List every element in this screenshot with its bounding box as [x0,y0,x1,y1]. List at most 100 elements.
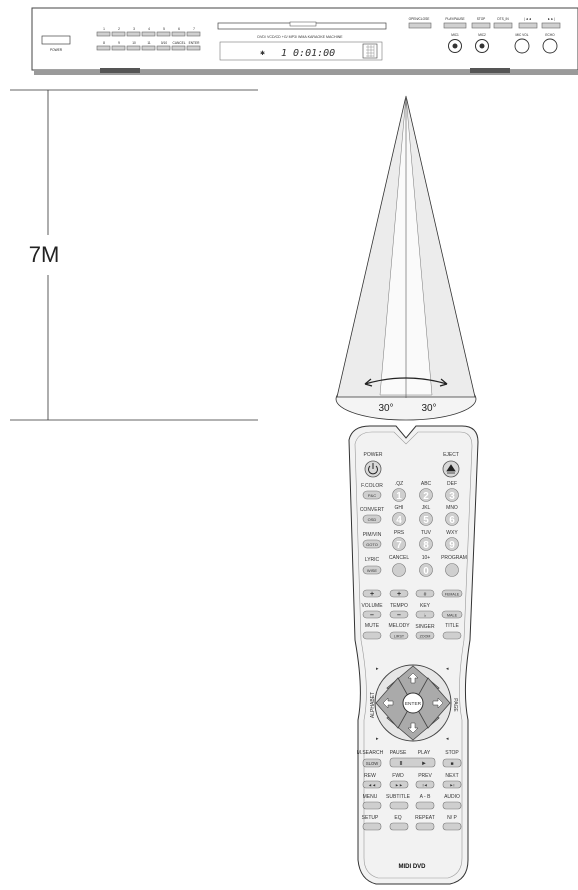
digit-6-button[interactable] [445,512,459,526]
angle-arrow-right [439,378,448,387]
digit-label: 3 [133,27,135,31]
disc-icon: ✱ [260,50,265,57]
key-up-button[interactable] [415,589,435,598]
player-digit-button[interactable] [156,31,171,37]
zoom-button[interactable] [415,631,435,640]
eq-label: EQ [394,815,401,821]
rew-button[interactable] [362,780,382,789]
goto-button-label: GOTO [366,542,378,547]
stop-label: STOP [477,17,486,21]
next-icon: ►I [449,783,454,788]
player-digit-button[interactable] [171,45,186,51]
power-label: POWER [364,452,383,458]
eq-button[interactable] [389,822,409,831]
lirst-button[interactable] [389,631,409,640]
stop-button[interactable] [471,22,491,29]
fwd-button[interactable] [389,780,409,789]
prev-button[interactable] [415,780,435,789]
menu-button[interactable] [362,801,382,810]
stop-icon: ■ [450,761,453,767]
next-button[interactable] [541,22,561,29]
player-digit-button[interactable] [126,45,141,51]
next-label: NEXT [445,773,458,779]
display-time: 1 0:01:00 [281,48,335,59]
dvd-player: POWER 1 2 3 4 5 6 7 8 9 10 11 0/10 CANCE… [31,7,578,75]
key-letters: PRS [394,530,405,536]
tempo-down-button[interactable] [389,610,409,619]
key-letters: ABC [421,481,432,487]
key-down-button[interactable] [415,610,435,619]
np-button[interactable] [442,822,462,831]
mic1-label: MIC1 [451,33,459,37]
setup-button[interactable] [362,822,382,831]
pause-icon: II [400,761,403,767]
pause-play-button[interactable] [389,757,436,768]
subtitle-button[interactable] [389,801,409,810]
digit-5-button[interactable] [419,512,433,526]
keypad-left-label: PIM/VIN [363,532,382,538]
volume-up-button[interactable] [362,589,382,598]
goto-button[interactable] [362,539,382,549]
repeat-button[interactable] [415,822,435,831]
digit-3-button[interactable] [445,488,459,502]
audio-button[interactable] [442,801,462,810]
ab-repeat-button[interactable] [415,801,435,810]
play-pause-button[interactable] [443,22,467,29]
eject-icon [446,464,456,474]
wise-button[interactable] [362,565,382,575]
range-diagram: 7M 30° 30° [10,89,477,421]
player-digit-button[interactable] [111,45,126,51]
pc-button[interactable] [362,490,382,500]
tempo-up-button[interactable] [389,589,409,598]
volume-down-button[interactable] [362,610,382,619]
mic-vol-knob[interactable] [514,38,530,54]
slow-button[interactable] [362,758,382,768]
enter-button[interactable] [402,692,424,714]
digit-0-button[interactable] [419,563,433,577]
digit-label: 11 [147,41,151,45]
player-digit-button[interactable] [111,31,126,37]
echo-knob[interactable] [542,38,558,54]
male-button[interactable] [441,610,463,619]
dts-button[interactable] [493,22,513,29]
player-digit-button[interactable] [141,31,156,37]
rew-icon: ◄◄ [368,783,376,788]
msearch-label: M.SEARCH [357,750,384,756]
player-digit-button[interactable] [171,31,186,37]
title-button[interactable] [442,631,462,640]
digit-8-button[interactable] [419,537,433,551]
keypad-row-2: CONVERT OSD GHI 4 JKL 5 MNO 6 [360,505,459,526]
female-button[interactable] [441,589,463,598]
mute-button[interactable] [362,631,382,640]
player-digit-button[interactable] [141,45,156,51]
key-letters: TUV [421,530,432,536]
prev-button[interactable] [518,22,538,29]
digit-7-button[interactable] [392,537,406,551]
digit-1-button[interactable] [392,488,406,502]
player-digit-button[interactable] [126,31,141,37]
open-close-button[interactable] [408,22,432,29]
key-letters: DEF [447,481,457,487]
digit-0-label: 0 [423,566,429,577]
player-foot-right [470,68,510,73]
pause-label: PAUSE [390,750,407,756]
cancel-button[interactable] [392,563,406,577]
player-digit-button[interactable] [186,45,201,51]
digit-4-button[interactable] [392,512,406,526]
digit-9-button[interactable] [445,537,459,551]
ab-label: A - B [420,794,432,800]
digit-2-button[interactable] [419,488,433,502]
prev-icon: I◄ [422,783,427,788]
grid-icon-lines [366,45,375,57]
program-button[interactable] [445,563,459,577]
player-digit-button[interactable] [156,45,171,51]
fwd-icon: ►► [395,783,403,788]
stop-button[interactable] [442,758,462,768]
player-digit-button[interactable] [186,31,201,37]
player-digit-button[interactable] [96,45,111,51]
power-button[interactable] [41,35,71,45]
osd-button[interactable] [362,514,382,524]
next-button[interactable] [442,780,462,789]
player-digit-button[interactable] [96,31,111,37]
